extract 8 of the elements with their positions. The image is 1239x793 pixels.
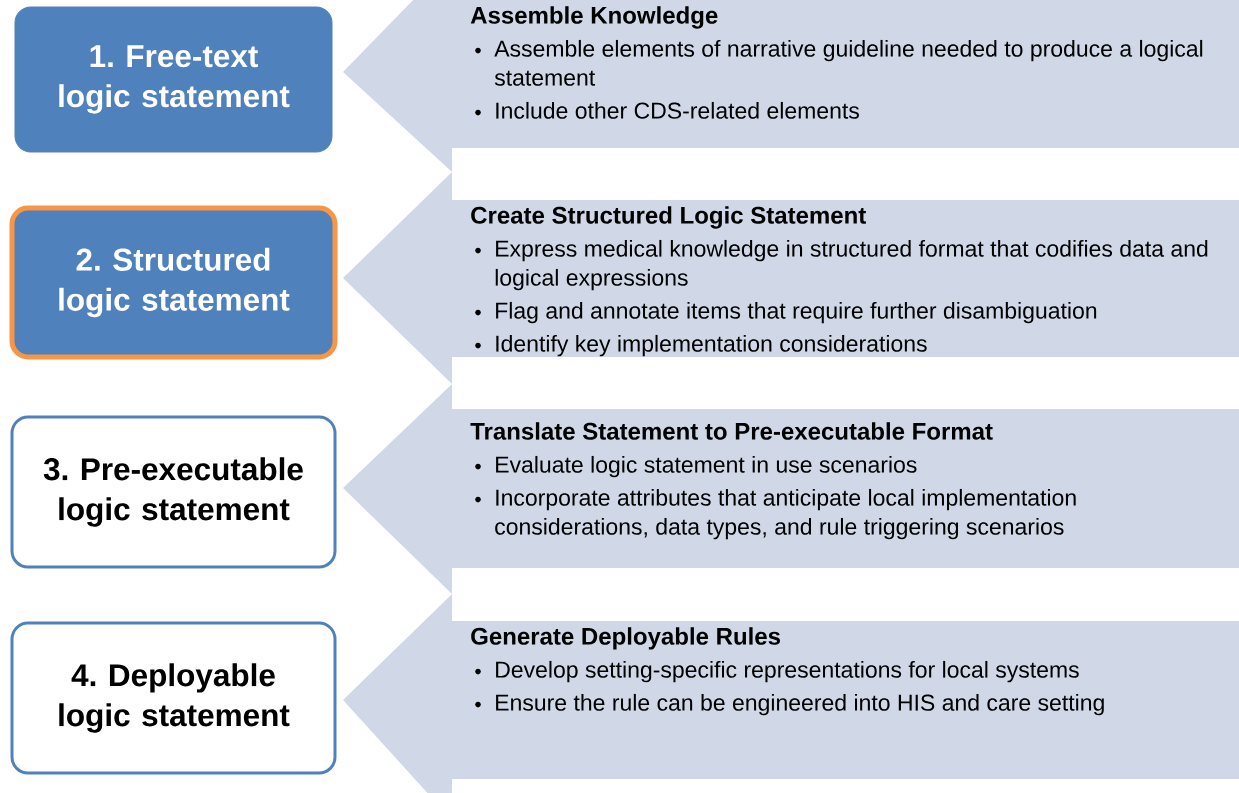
chevron-panel: Create Structured Logic Statement Express medical knowledge in structured format that codifies data and logical expressions Flag and annotate items that require further disambiguation Identify key implementation considerations — [343, 172, 1239, 384]
step-box: 2. Structured logic statement — [9, 205, 338, 360]
step-box: 3. Pre-executable logic statement — [10, 415, 337, 569]
chevron-panel: Translate Statement to Pre-executable Format Evaluate logic statement in use scenarios Incorporate attributes that anticipate local implementation considerations, data types, and rule triggering scenarios — [343, 384, 1239, 594]
chevron-panel: Assemble Knowledge Assemble elements of narrative guideline needed to produce a logical statement Include other CDS-related elements — [343, 0, 1239, 172]
chevron-panel: Generate Deployable Rules Develop setting-specific representations for local systems Ensure the rule can be engineered into HIS and care setting — [343, 594, 1239, 793]
step-box: 1. Free-text logic statement — [14, 6, 333, 153]
step-box: 4. Deployable logic statement — [10, 621, 337, 775]
